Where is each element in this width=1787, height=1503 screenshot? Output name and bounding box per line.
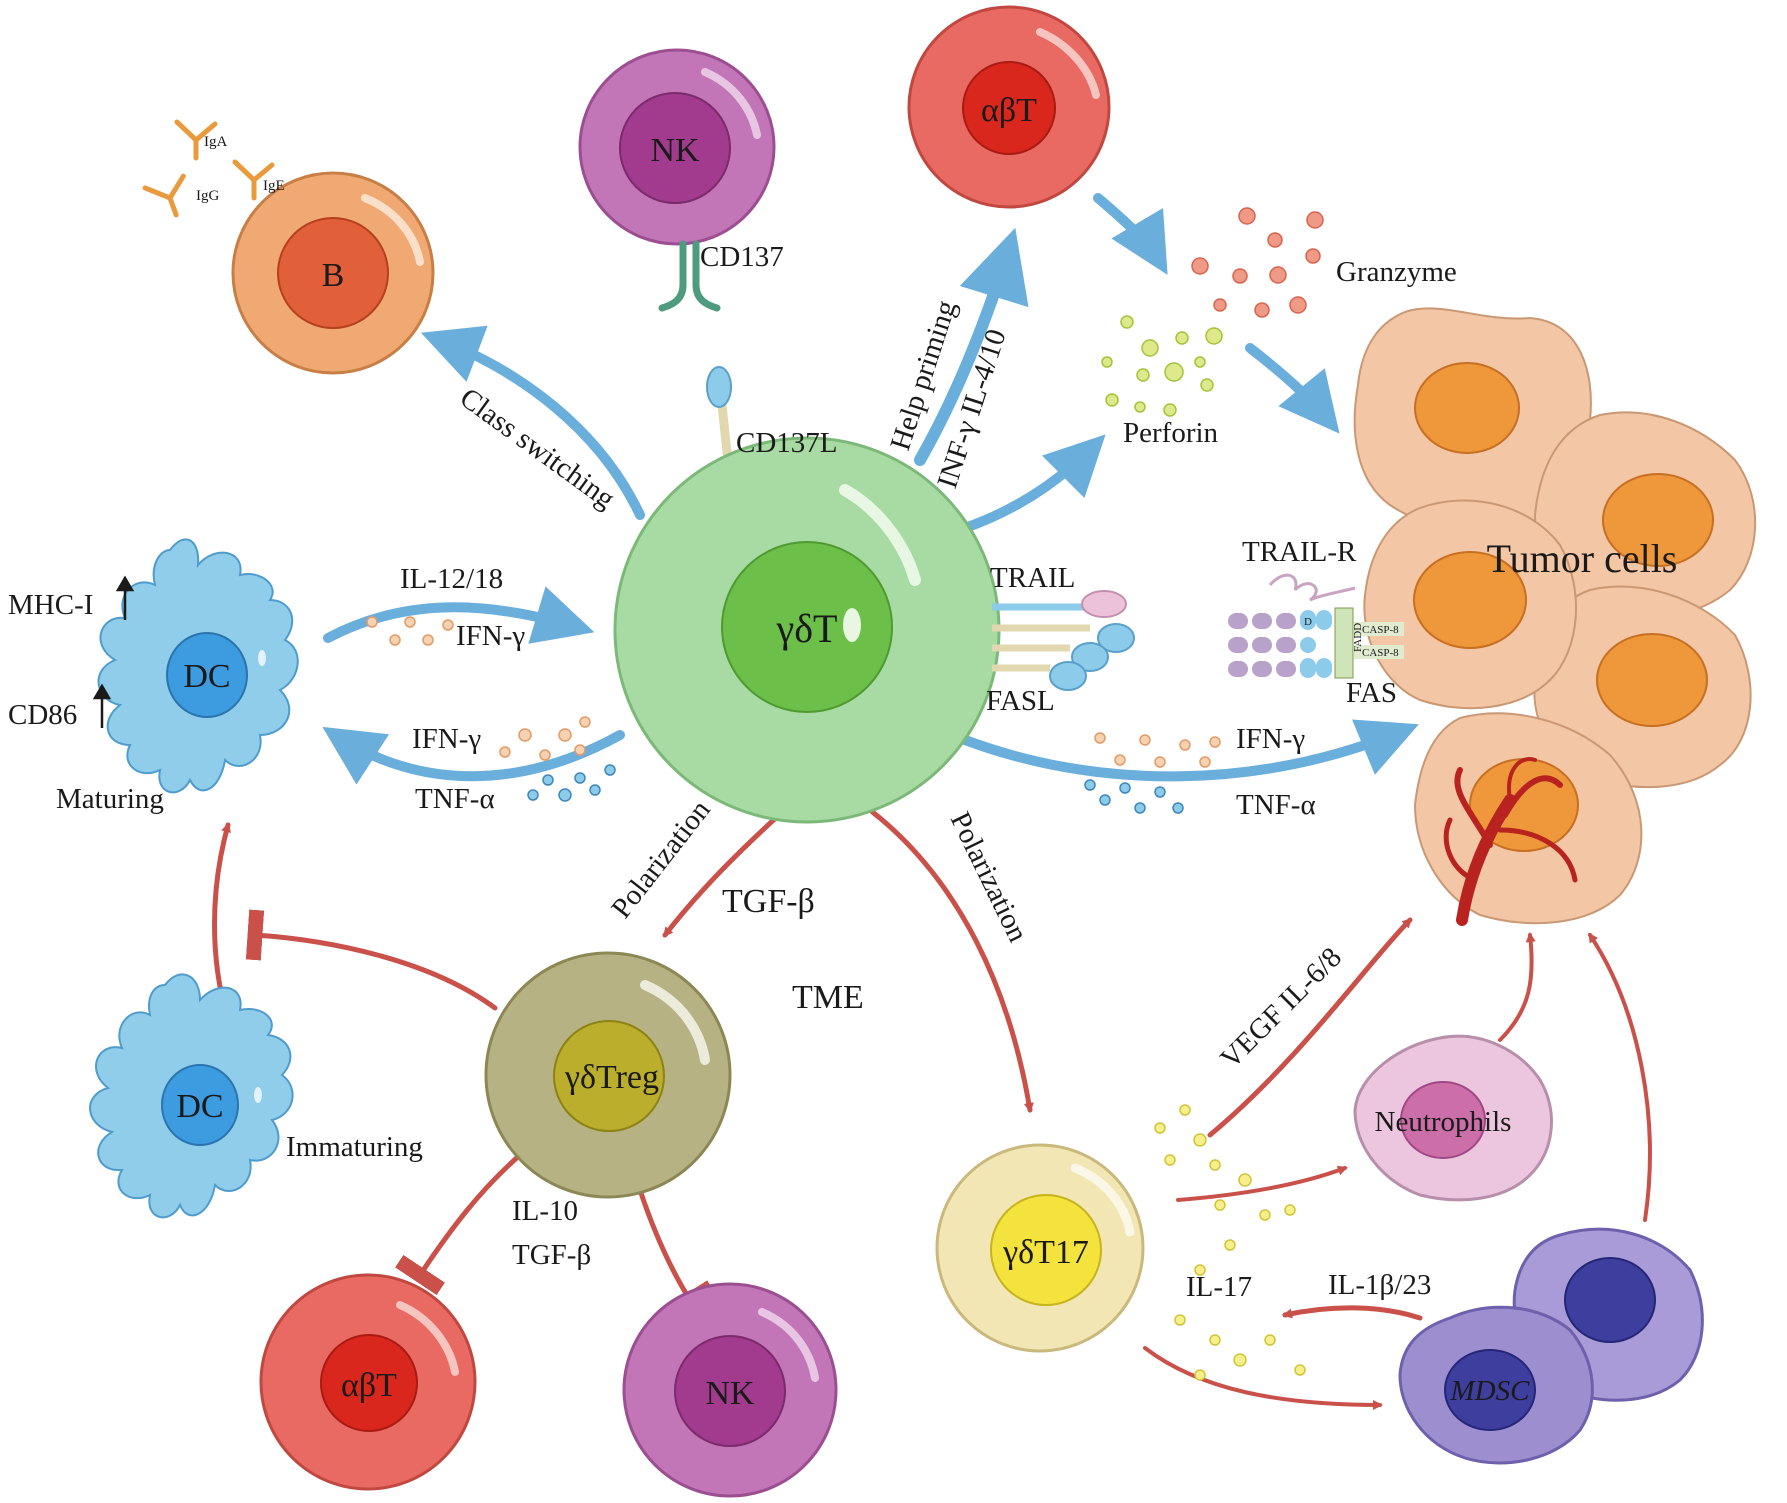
trail-r-label: TRAIL-R (1242, 536, 1357, 568)
cd137l-label: CD137L (736, 427, 838, 459)
perforin-label: Perforin (1123, 417, 1219, 449)
arrow-mdsc-to-t17 (1282, 1305, 1423, 1321)
red-arrows (212, 802, 1652, 1410)
fas-receptor-complex (1228, 573, 1404, 679)
fas-label: FAS (1346, 677, 1397, 709)
arrow-neutrophils-to-tumor (1498, 932, 1536, 1042)
abt-top-label: αβT (981, 92, 1037, 129)
abt-cell-bottom (259, 1273, 477, 1491)
maturing-label: Maturing (56, 783, 164, 815)
iga-label: IgA (204, 134, 227, 150)
il17-label: IL-17 (1186, 1271, 1252, 1303)
nk-bottom-label: NK (705, 1375, 755, 1412)
vegf-label: VEGF IL-6/8 (1214, 941, 1348, 1075)
arrow-t17-to-mdsc (1143, 1346, 1383, 1410)
arrow-granzyme-to-tumor (1245, 343, 1340, 434)
fasl-label: FASL (986, 685, 1055, 717)
inhibit-treg-to-nk (637, 1187, 716, 1320)
nk-top-label: NK (650, 132, 700, 169)
gdtreg-label: γδTreg (564, 1059, 659, 1096)
cd137l-receptor (706, 366, 732, 408)
ige-label: IgE (263, 178, 285, 194)
cd86-label: CD86 (8, 699, 77, 731)
abt-bottom-label: αβT (341, 1367, 397, 1404)
dc-mature-label: DC (183, 658, 230, 695)
arrow-perforin (960, 434, 1106, 533)
fas-d-label: D (1304, 616, 1312, 628)
tumor-cells-label: Tumor cells (1487, 536, 1678, 581)
dc-immature-label: DC (176, 1088, 223, 1125)
antibody-icon (142, 119, 275, 218)
il1b23-label: IL-1β/23 (1328, 1269, 1431, 1301)
arrow-abt-to-granzyme (1093, 193, 1168, 275)
mhc-i-label: MHC-I (8, 589, 93, 621)
tumor-cell-cluster (1353, 307, 1757, 926)
inhibit-treg-to-abt (395, 1152, 523, 1296)
ifn-g-dc-in-label: IFN-γ (456, 620, 525, 652)
gdt-cell (613, 366, 1135, 824)
inhibit-treg-to-dc (245, 909, 498, 1011)
arrow-t17-to-neutrophils (1176, 1165, 1348, 1202)
gdt-cell-label: γδT (776, 606, 838, 651)
dc-cell-mature (97, 538, 299, 794)
arrow-gdt-to-tumor (960, 719, 1419, 782)
up-arrow-icon (115, 575, 135, 620)
fadd-label: FADD (1352, 623, 1364, 652)
gdt17-label: γδT17 (1002, 1234, 1089, 1271)
neutrophils-label: Neutrophils (1375, 1106, 1512, 1138)
cd137-label: CD137 (700, 241, 784, 273)
igg-label: IgG (196, 188, 219, 204)
arrow-class-switching (420, 325, 645, 520)
granzyme-label: Granzyme (1336, 256, 1457, 288)
tnf-a-tumor-label: TNF-α (1236, 789, 1316, 821)
tgf-b-label: TGF-β (722, 883, 815, 920)
gdtreg-cell (484, 951, 732, 1199)
casp8-label-2: CASP-8 (1362, 647, 1399, 659)
il12-18-label: IL-12/18 (400, 563, 503, 595)
ifn-g-tumor-label: IFN-γ (1236, 723, 1305, 755)
receptor-icon (658, 240, 721, 312)
arrow-help-priming (914, 227, 1029, 466)
abt-cell-top (907, 5, 1111, 209)
gdt17-cell (935, 1143, 1145, 1353)
arrow-vegf-to-tumor (1207, 917, 1413, 1138)
granule-dots-icon (1154, 1104, 1306, 1381)
arrow-polarization-t17 (867, 807, 1034, 1113)
up-arrow-icon (92, 683, 112, 728)
trail-label: TRAIL (990, 562, 1075, 594)
arrow-polarization-treg (662, 802, 793, 938)
granule-dots-icon (527, 764, 1184, 814)
mdsc-cell (1398, 1227, 1704, 1465)
blood-vessel-icon (1443, 757, 1578, 926)
il10-label: IL-10 (512, 1195, 578, 1227)
nk-cell-bottom (622, 1282, 838, 1498)
granule-dots-icon (1101, 315, 1223, 417)
tme-label: TME (792, 979, 864, 1016)
b-cell (231, 171, 435, 375)
polarization-right-label: Polarization (944, 807, 1034, 947)
neutrophil-cell (1353, 1034, 1553, 1202)
ifn-g-dc-out-label: IFN-γ (412, 723, 481, 755)
polarization-left-label: Polarization (605, 794, 717, 925)
immaturing-label: Immaturing (286, 1131, 423, 1163)
dc-cell-immature (89, 973, 294, 1219)
tnf-a-dc-label: TNF-α (415, 783, 495, 815)
trail-fasl-receptors (992, 590, 1135, 691)
casp8-label-1: CASP-8 (1362, 624, 1399, 636)
b-cell-label: B (322, 257, 345, 294)
arrow-mdsc-to-tumor (1588, 932, 1652, 1222)
tgf-b-treg-label: TGF-β (512, 1239, 591, 1271)
nk-cell-top (578, 48, 776, 312)
granule-dots-icon (1191, 207, 1324, 318)
granule-dots-icon (366, 616, 1221, 768)
arrow-dc-to-gdt (323, 586, 595, 644)
mdsc-label: MDSC (1450, 1375, 1531, 1407)
